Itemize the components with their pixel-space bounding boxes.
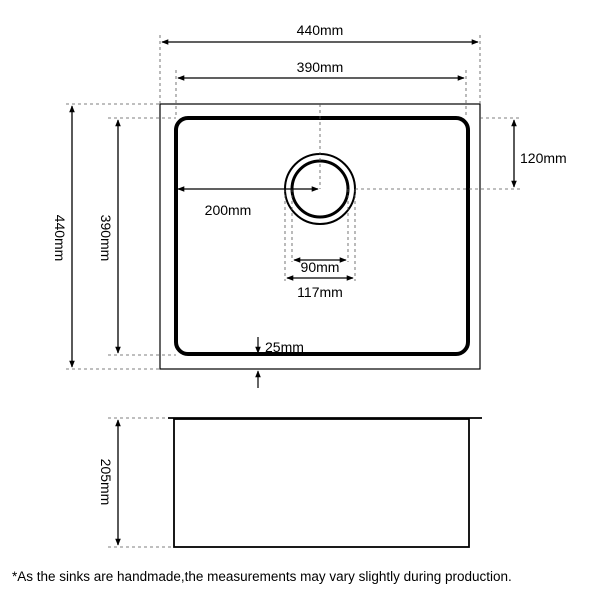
drain-outer-label: 117mm	[297, 284, 343, 300]
handmade-disclaimer: *As the sinks are handmade,the measureme…	[12, 569, 512, 584]
extension-lines	[66, 35, 520, 370]
drain-inner-label: 90mm	[301, 259, 340, 275]
drain-center-label: 200mm	[205, 202, 252, 218]
drain-offset-label: 120mm	[520, 150, 567, 166]
dim-outer-width: 440mm	[161, 22, 479, 45]
side-view	[168, 417, 482, 548]
dim-inner-width: 390mm	[177, 59, 465, 81]
dim-outer-height: 440mm	[52, 105, 75, 368]
dim-drain-center: 200mm	[177, 186, 319, 218]
dim-depth: 205mm	[98, 419, 121, 546]
outer-width-label: 440mm	[297, 22, 344, 38]
dim-drain-outer: 117mm	[286, 275, 354, 300]
flange-label: 25mm	[265, 339, 304, 355]
inner-height-label: 390mm	[98, 215, 114, 262]
inner-width-label: 390mm	[297, 59, 344, 75]
dim-drain-inner: 90mm	[293, 257, 347, 275]
dim-flange: 25mm	[255, 337, 304, 388]
sink-outer-rim	[159, 103, 481, 370]
dim-drain-offset: 120mm	[511, 119, 567, 188]
dim-inner-height: 390mm	[98, 119, 121, 354]
depth-label: 205mm	[98, 459, 114, 506]
top-view	[159, 103, 481, 370]
side-view-body	[173, 418, 470, 548]
side-extension-lines	[108, 417, 174, 548]
outer-height-label: 440mm	[52, 215, 68, 262]
sink-bowl	[174, 116, 470, 356]
